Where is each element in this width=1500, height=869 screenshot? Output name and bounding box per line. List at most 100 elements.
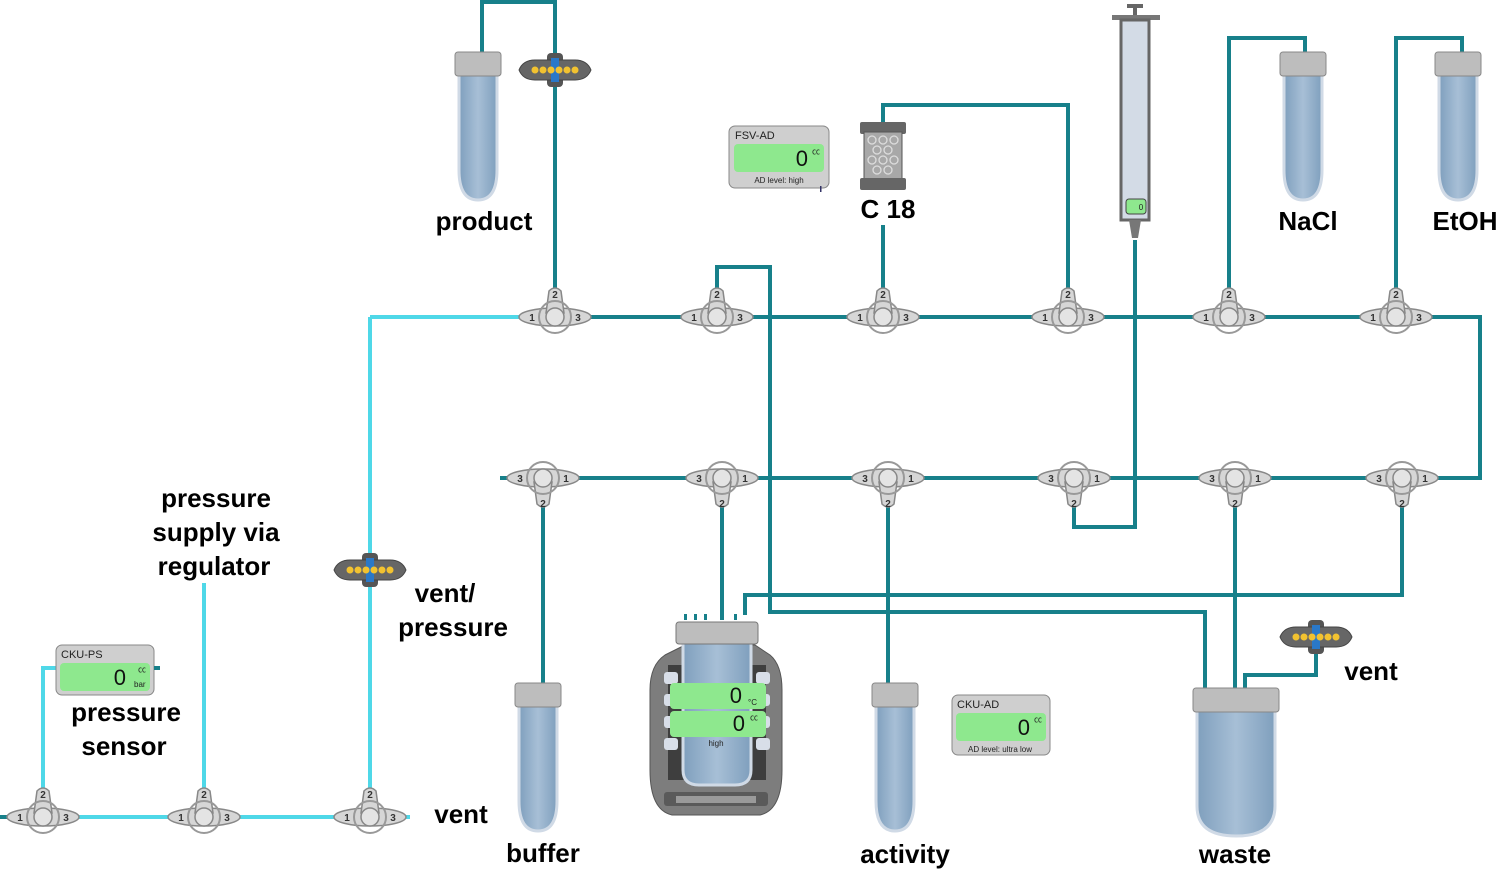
reactor-temperature-unit: °C <box>748 698 757 707</box>
port-label-2: 2 <box>1065 290 1071 301</box>
product-vial[interactable] <box>454 51 502 202</box>
port-label-right: 1 <box>563 474 569 485</box>
port-label-left: 1 <box>17 813 23 824</box>
waste-vessel[interactable] <box>1192 687 1280 838</box>
label-product: product <box>436 206 533 236</box>
label-c18: C 18 <box>861 194 916 224</box>
pinch-valve-waste-vent[interactable] <box>1279 619 1353 655</box>
label-waste-vent: vent <box>1344 656 1398 686</box>
cku-ps-bar-unit: bar <box>134 680 146 689</box>
port-label-right: 1 <box>1255 474 1261 485</box>
label-pressure-supply-2: supply via <box>152 517 280 547</box>
label-vent-pressure-1: vent/ <box>415 578 476 608</box>
valve-pressure-1[interactable]: 1 3 2 <box>6 787 80 834</box>
label-activity: activity <box>860 839 950 869</box>
buffer-vial[interactable] <box>514 682 562 833</box>
valve-bottom-2[interactable]: 3 1 2 <box>685 461 759 510</box>
valve-bottom-1[interactable]: 3 1 2 <box>506 461 580 510</box>
port-label-right: 3 <box>737 313 743 324</box>
port-label-2: 2 <box>719 499 725 510</box>
label-vent-pressure-2: pressure <box>398 612 508 642</box>
syringe-volume: 0 <box>1139 203 1144 212</box>
port-label-left: 3 <box>517 474 523 485</box>
pinch-valve-product[interactable] <box>518 52 592 88</box>
port-label-left: 1 <box>1370 313 1376 324</box>
etoh-vial[interactable] <box>1434 51 1482 202</box>
port-label-left: 3 <box>1209 474 1215 485</box>
port-label-right: 3 <box>1249 313 1255 324</box>
port-label-left: 1 <box>344 813 350 824</box>
port-label-2: 2 <box>1226 290 1232 301</box>
port-label-left: 3 <box>696 474 702 485</box>
valve-top-4[interactable]: 1 3 2 <box>1031 287 1105 334</box>
port-label-left: 1 <box>178 813 184 824</box>
port-label-left: 1 <box>1042 313 1048 324</box>
label-nacl: NaCl <box>1278 206 1337 236</box>
activity-vial[interactable] <box>871 682 919 833</box>
cku-ad-level: AD level: ultra low <box>968 745 1032 754</box>
port-label-right: 3 <box>903 313 909 324</box>
valve-bottom-5[interactable]: 3 1 2 <box>1198 461 1272 510</box>
port-label-right: 3 <box>1088 313 1094 324</box>
port-label-2: 2 <box>540 499 546 510</box>
label-pressure-supply-3: regulator <box>158 551 271 581</box>
port-label-left: 1 <box>529 313 535 324</box>
label-pressure-supply-1: pressure <box>161 483 271 513</box>
valve-bottom-3[interactable]: 3 1 2 <box>851 461 925 510</box>
valve-top-6[interactable]: 1 3 2 <box>1359 287 1433 334</box>
valve-top-1[interactable]: 1 3 2 <box>518 287 592 334</box>
fsv-ad-value: 0 <box>796 146 808 171</box>
tubing <box>0 0 1482 819</box>
reactor-activity-value: 0 <box>733 711 745 736</box>
port-label-left: 1 <box>691 313 697 324</box>
port-label-2: 2 <box>40 790 46 801</box>
fsv-ad-title: FSV-AD <box>735 130 775 142</box>
cku-ad-value: 0 <box>1018 715 1030 740</box>
cku-ad-title: CKU-AD <box>957 699 999 711</box>
port-label-left: 3 <box>862 474 868 485</box>
pinch-valve-vent-pressure[interactable] <box>333 552 407 588</box>
port-label-2: 2 <box>367 790 373 801</box>
port-label-2: 2 <box>1393 290 1399 301</box>
port-label-right: 1 <box>1094 474 1100 485</box>
port-label-right: 3 <box>1416 313 1422 324</box>
c18-cartridge <box>860 122 906 190</box>
port-label-2: 2 <box>1071 499 1077 510</box>
port-label-right: 3 <box>63 813 69 824</box>
fsv-ad-detector[interactable]: FSV-AD 0 ㏄ AD level: high <box>728 125 830 192</box>
label-buffer: buffer <box>506 838 580 868</box>
reactor[interactable]: 0 °C 0 ㏄ high <box>649 614 783 816</box>
cku-ad-detector[interactable]: CKU-AD 0 ㏄ AD level: ultra low <box>951 694 1051 756</box>
port-label-2: 2 <box>885 499 891 510</box>
label-pressure-sensor-2: sensor <box>81 731 166 761</box>
port-label-2: 2 <box>201 790 207 801</box>
port-label-left: 3 <box>1048 474 1054 485</box>
nacl-vial[interactable] <box>1279 51 1327 202</box>
port-label-2: 2 <box>1232 499 1238 510</box>
valve-pressure-3[interactable]: 1 3 2 <box>333 787 407 834</box>
labels: product C 18 NaCl EtOH pressure supply v… <box>71 194 1497 869</box>
port-label-2: 2 <box>552 290 558 301</box>
cku-ps-pressure-sensor[interactable]: CKU-PS 0 ㏄ bar <box>55 644 160 696</box>
port-label-left: 1 <box>857 313 863 324</box>
label-pressure-sensor-1: pressure <box>71 697 181 727</box>
reactor-activity-unit: ㏄ <box>750 713 758 722</box>
fsv-ad-level: AD level: high <box>754 176 803 185</box>
port-label-2: 2 <box>1399 499 1405 510</box>
label-waste: waste <box>1198 839 1271 869</box>
port-label-right: 1 <box>908 474 914 485</box>
port-label-right: 1 <box>742 474 748 485</box>
port-label-right: 3 <box>575 313 581 324</box>
port-label-right: 3 <box>390 813 396 824</box>
cku-ps-value: 0 <box>114 665 126 690</box>
fsv-ad-unit: ㏄ <box>812 147 820 156</box>
valve-bottom-4[interactable]: 3 1 2 <box>1037 461 1111 510</box>
label-vent: vent <box>434 799 488 829</box>
syringe-pump[interactable]: 0 <box>1112 4 1160 238</box>
